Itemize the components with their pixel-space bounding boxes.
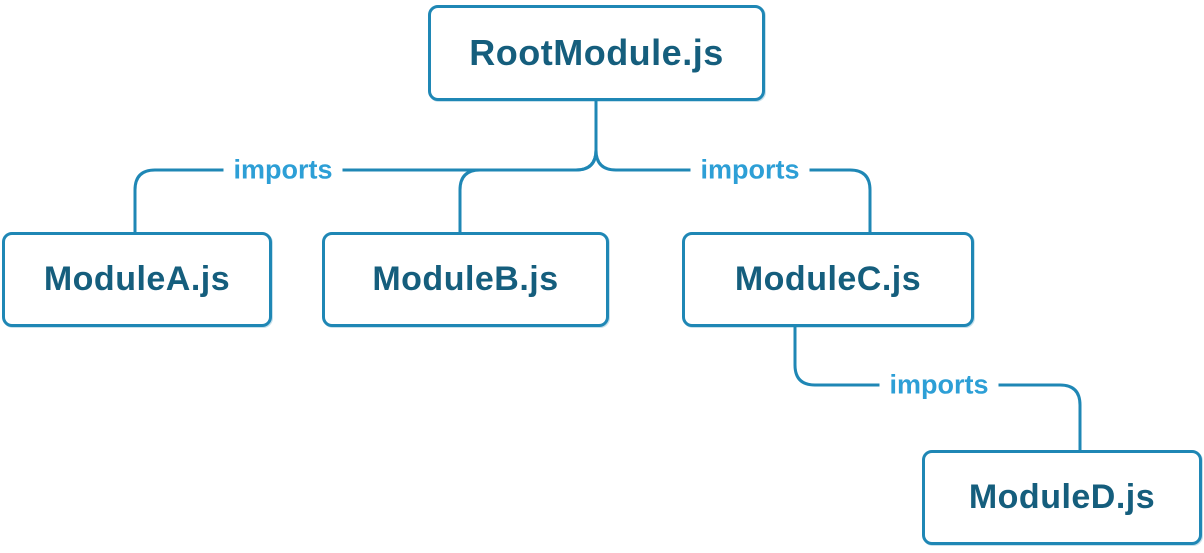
node-rootmodule-js: RootModule.js [428, 5, 765, 101]
edge-label-imports-left: imports [223, 154, 343, 186]
edge-root-to-moduleB [458, 101, 598, 232]
edge-root-to-moduleA [133, 101, 598, 232]
edge-label-imports-right: imports [690, 154, 810, 186]
node-modulec-js: ModuleC.js [682, 232, 974, 327]
node-modulea-js: ModuleA.js [2, 232, 272, 327]
node-moduled-js: ModuleD.js [922, 450, 1202, 545]
node-moduleb-js: ModuleB.js [322, 232, 609, 327]
edge-label-imports-bottom: imports [879, 369, 999, 401]
